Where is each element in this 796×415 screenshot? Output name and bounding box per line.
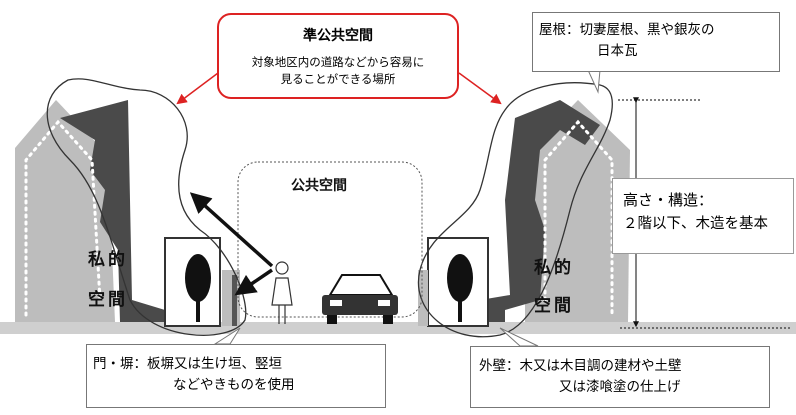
wall-callout: 外壁：木又は木目調の建材や土壁 又は漆喰塗の仕上げ [470,346,770,408]
private-space-right-line1: 私的 [534,258,574,278]
private-space-left-line2: 空間 [88,290,128,310]
public-space-label: 公共空間 [291,178,347,194]
gate-line1: 門・塀：板塀又は生け垣、竪垣 [93,356,282,372]
semi-public-line2: 見ることができる場所 [280,72,396,86]
roof-line1: 屋根：切妻屋根、黒や銀灰の [539,22,715,38]
semi-public-title: 準公共空間 [303,28,373,44]
semi-public-space-box: 準公共空間 対象地区内の道路などから容易に 見ることができる場所 [217,13,459,99]
right-house [418,100,630,327]
semi-public-description: 対象地区内の道路などから容易に 見ることができる場所 [219,54,457,88]
wall-line2: 又は漆喰塗の仕上げ [559,379,681,395]
red-arrow-left [176,72,219,105]
view-arrow-gate [234,268,273,296]
height-line1: 高さ・構造： [623,191,714,209]
roof-line2: 日本瓦 [597,43,638,59]
left-house [15,100,240,327]
height-line2: ２階以下、木造を基本 [623,216,768,232]
height-callout: 高さ・構造： ２階以下、木造を基本 [612,178,794,254]
left-private-boundary [46,78,247,336]
gate-callout: 門・塀：板塀又は生け垣、竪垣 などやきものを使用 [86,344,386,408]
private-space-right-line2: 空間 [534,296,574,316]
wall-line1: 外壁：木又は木目調の建材や土壁 [479,358,682,374]
roof-callout: 屋根：切妻屋根、黒や銀灰の 日本瓦 [532,12,780,72]
right-private-boundary [417,82,613,338]
private-space-left-line1: 私的 [88,250,128,270]
car-figure [322,274,398,324]
view-arrow-house [189,192,274,268]
red-arrow-right [458,72,502,105]
semi-public-line1: 対象地区内の道路などから容易に [251,55,425,69]
roof-callout-tail [587,69,601,94]
person-figure [271,261,293,324]
gate-line2: などやきものを使用 [173,377,295,393]
